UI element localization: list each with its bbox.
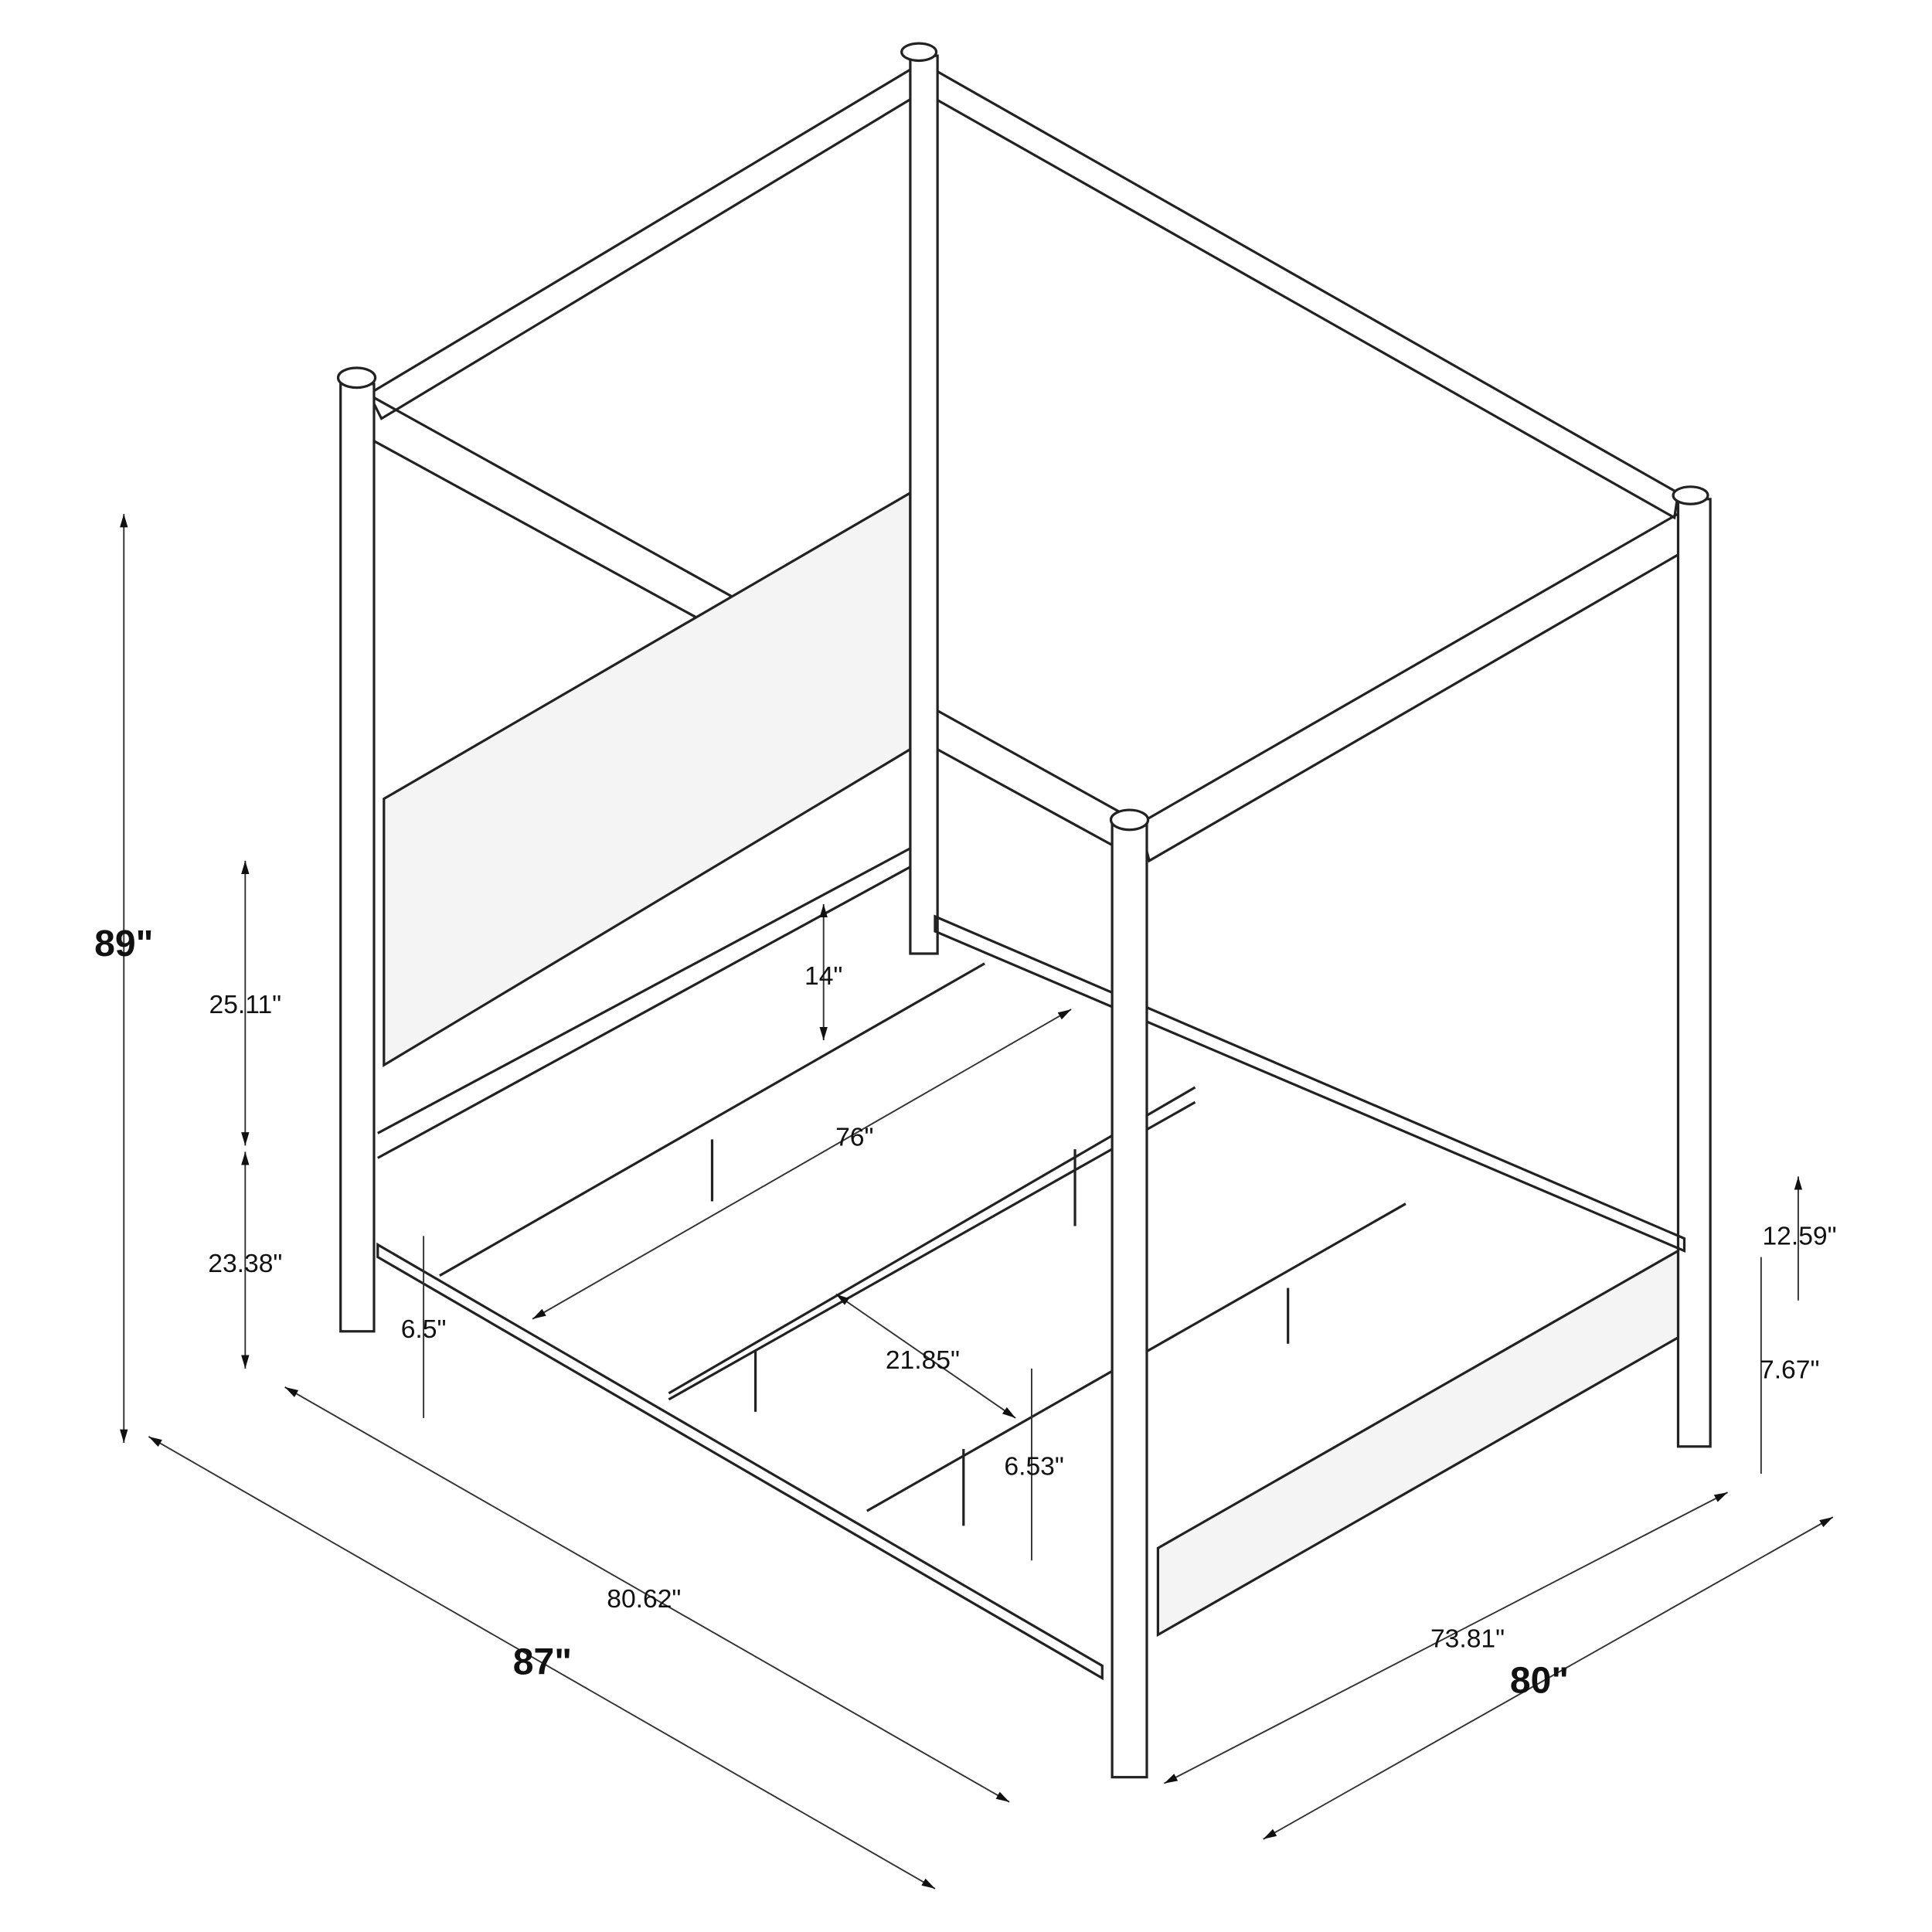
label-overall-width: 80" [1510,1660,1569,1702]
front-left-post [339,383,376,1333]
headboard [377,491,912,1159]
label-rail-height: 14" [804,962,842,991]
back-right-post [1676,498,1712,1448]
label-inner-length: 80.62" [607,1585,681,1614]
footboard [1156,1248,1680,1638]
dimension-lines [120,514,1834,1889]
label-overall-height: 89" [94,923,153,964]
label-overall-length: 87" [513,1641,572,1683]
label-slat-clearance: 6.53" [1004,1453,1063,1481]
front-right-post [1111,822,1148,1779]
label-interior-length: 76" [835,1123,873,1151]
label-footboard-panel-height: 12.59" [1762,1223,1836,1251]
label-footboard-clearance: 7.67" [1760,1356,1819,1385]
label-side-rail-clearance: 6.5" [401,1315,447,1344]
posts [900,42,1712,1448]
label-headboard-clearance: 23.38" [208,1250,282,1278]
label-headboard-panel-height: 25.11" [209,991,281,1019]
back-left-post [909,54,939,955]
label-inner-width: 73.81" [1430,1624,1505,1653]
bed-frame [376,914,1686,1681]
label-slat-spacing: 21.85" [886,1346,960,1375]
